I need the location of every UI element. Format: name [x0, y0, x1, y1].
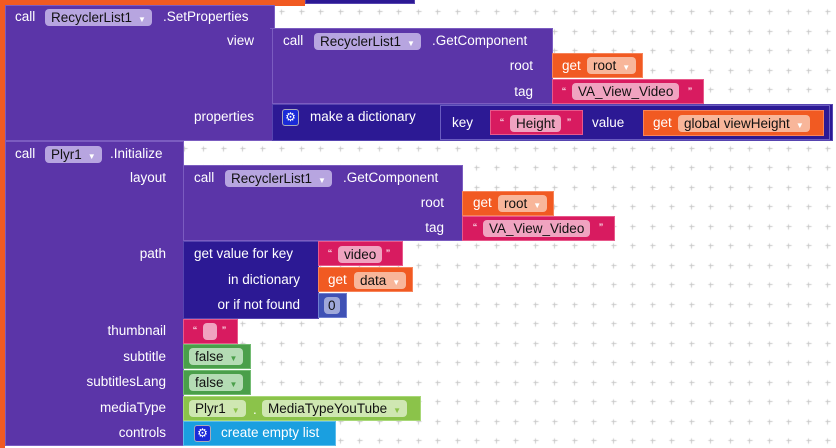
layout-label: layout	[129, 170, 166, 185]
chevron-down-icon: ▼	[392, 278, 401, 287]
tag-label: tag	[514, 84, 533, 99]
chevron-down-icon: ▼	[407, 39, 415, 48]
path-label: path	[139, 246, 166, 261]
quote-close: ”	[688, 85, 692, 99]
get-label: get	[328, 272, 347, 287]
view-label: view	[226, 33, 254, 48]
quote-close: ”	[222, 324, 226, 338]
empty-text-value[interactable]	[203, 323, 217, 340]
media-type-value: MediaTypeYouTube	[268, 401, 388, 416]
chevron-down-icon: ▼	[533, 201, 542, 210]
variable-name: root	[504, 196, 528, 211]
make-dictionary-label: make a dictionary	[310, 109, 416, 124]
set-properties-block[interactable]	[5, 5, 273, 141]
prev-block-fragment[interactable]	[305, 0, 415, 4]
quote-open: “	[328, 247, 332, 261]
root-label: root	[420, 195, 444, 210]
component-dropdown[interactable]: RecyclerList1 ▼	[45, 9, 152, 26]
call-label: call	[15, 9, 36, 24]
component-name: RecyclerList1	[231, 171, 313, 186]
method-label: .GetComponent	[343, 170, 439, 185]
component-dropdown[interactable]: Plyr1 ▼	[189, 400, 246, 417]
boolean-dropdown[interactable]: false ▼	[189, 374, 244, 391]
text-value[interactable]: VA_View_Video	[483, 220, 591, 237]
properties-label: properties	[193, 109, 254, 124]
quote-open: “	[562, 85, 566, 99]
set-properties-header[interactable]	[270, 5, 275, 29]
chevron-down-icon: ▼	[795, 121, 804, 130]
initialize-block[interactable]	[5, 141, 184, 446]
subtitles-lang-label: subtitlesLang	[86, 374, 166, 389]
media-type-label: mediaType	[99, 400, 166, 415]
chevron-down-icon: ▼	[229, 354, 238, 363]
create-empty-list-label: create empty list	[221, 425, 320, 440]
component-dropdown[interactable]: Plyr1 ▼	[45, 146, 102, 163]
variable-name: data	[360, 273, 387, 288]
event-block-edge[interactable]	[0, 0, 5, 448]
get-value-label: get value for key	[194, 246, 294, 261]
not-found-label: or if not found	[217, 297, 300, 312]
chevron-down-icon: ▼	[229, 380, 238, 389]
gear-icon[interactable]: ⚙	[194, 425, 211, 442]
separator: .	[253, 402, 257, 417]
number-value[interactable]: 0	[324, 297, 340, 314]
quote-close: ”	[567, 116, 571, 130]
get-label: get	[562, 58, 581, 73]
chevron-down-icon: ▼	[393, 406, 402, 415]
in-dictionary-label: in dictionary	[227, 272, 300, 287]
method-label: .SetProperties	[163, 9, 249, 24]
chevron-down-icon: ▼	[231, 406, 240, 415]
variable-dropdown[interactable]: data ▼	[354, 272, 407, 289]
tag-label: tag	[425, 220, 444, 235]
subtitle-label: subtitle	[123, 349, 166, 364]
get-label: get	[653, 115, 672, 130]
chevron-down-icon: ▼	[318, 176, 326, 185]
boolean-value: false	[195, 375, 224, 390]
chevron-down-icon: ▼	[138, 15, 146, 24]
text-value[interactable]: video	[338, 246, 383, 263]
get-label: get	[473, 195, 492, 210]
component-dropdown[interactable]: RecyclerList1 ▼	[314, 33, 421, 50]
variable-dropdown[interactable]: global viewHeight ▼	[678, 115, 810, 132]
chevron-down-icon: ▼	[622, 63, 631, 72]
call-label: call	[15, 146, 36, 161]
variable-name: global viewHeight	[684, 116, 790, 131]
quote-open: “	[500, 116, 504, 130]
boolean-dropdown[interactable]: false ▼	[189, 348, 244, 365]
chevron-down-icon: ▼	[87, 152, 96, 161]
root-label: root	[509, 58, 533, 73]
value-label: value	[592, 115, 625, 130]
component-name: Plyr1	[51, 147, 82, 162]
text-value[interactable]: Height	[510, 115, 562, 132]
quote-open: “	[193, 324, 197, 338]
variable-dropdown[interactable]: root ▼	[587, 57, 637, 74]
thumbnail-label: thumbnail	[107, 323, 166, 338]
method-label: .Initialize	[110, 146, 163, 161]
component-name: RecyclerList1	[51, 10, 133, 25]
boolean-value: false	[195, 349, 224, 364]
quote-close: ”	[386, 247, 390, 261]
event-block-top[interactable]	[0, 0, 305, 6]
gear-icon[interactable]: ⚙	[282, 109, 299, 126]
media-type-dropdown[interactable]: MediaTypeYouTube ▼	[262, 400, 408, 417]
variable-name: root	[593, 58, 617, 73]
method-label: .GetComponent	[432, 33, 528, 48]
controls-label: controls	[118, 425, 166, 440]
component-dropdown[interactable]: RecyclerList1 ▼	[225, 170, 332, 187]
variable-dropdown[interactable]: root ▼	[498, 195, 548, 212]
key-label: key	[452, 115, 474, 130]
component-name: Plyr1	[195, 401, 226, 416]
get-value-for-key-block[interactable]	[183, 241, 319, 319]
quote-open: “	[473, 221, 477, 235]
component-name: RecyclerList1	[320, 34, 402, 49]
call-label: call	[194, 170, 215, 185]
text-value[interactable]: VA_View_Video	[572, 83, 680, 100]
call-label: call	[283, 33, 304, 48]
quote-close: ”	[599, 221, 603, 235]
